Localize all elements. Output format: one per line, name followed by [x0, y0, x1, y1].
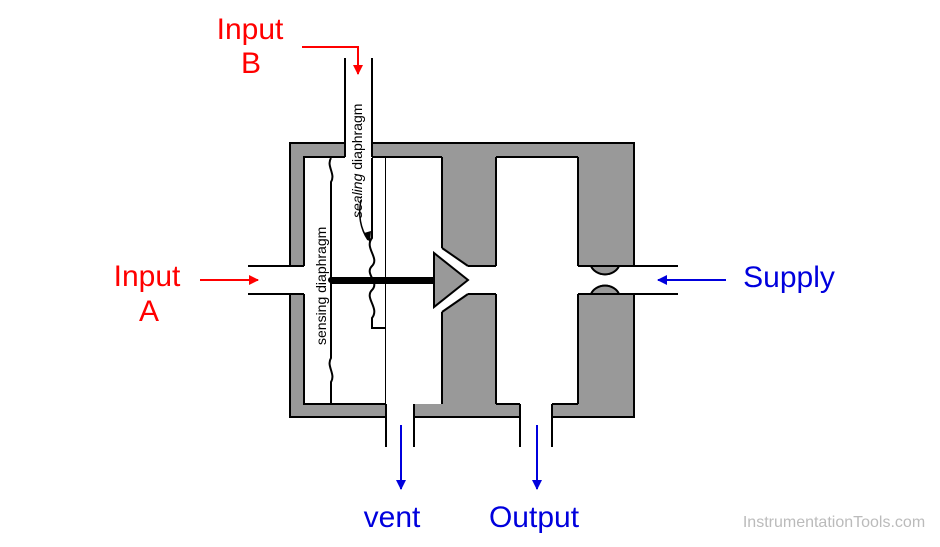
valve-plug [433, 250, 470, 310]
supply-label: Supply [743, 261, 835, 294]
input-a-label-line1: Input [114, 260, 181, 293]
watermark: InstrumentationTools.com [743, 514, 925, 531]
sensing-diaphragm-label: sensing diaphragm [313, 227, 329, 345]
restriction-lower [589, 284, 621, 295]
vent-label: vent [364, 501, 421, 534]
sealing-pointer [358, 199, 369, 241]
input-b-label-line1: Input [217, 13, 284, 46]
input-b-label-line2: B [241, 47, 261, 80]
connecting-rod [331, 277, 435, 284]
output-chamber [496, 157, 606, 404]
sealing-word: sealing [349, 173, 365, 218]
input-a-label-line2: A [139, 295, 159, 328]
output-label: Output [489, 501, 580, 534]
restriction-upper [589, 265, 621, 276]
sealing-rest: diaphragm [349, 104, 365, 174]
input-b-arrow [302, 46, 363, 75]
sensing-diaphragm [328, 157, 334, 404]
sealing-diaphragm-label: sealing diaphragm [349, 104, 365, 218]
rod-pivot [328, 277, 334, 283]
